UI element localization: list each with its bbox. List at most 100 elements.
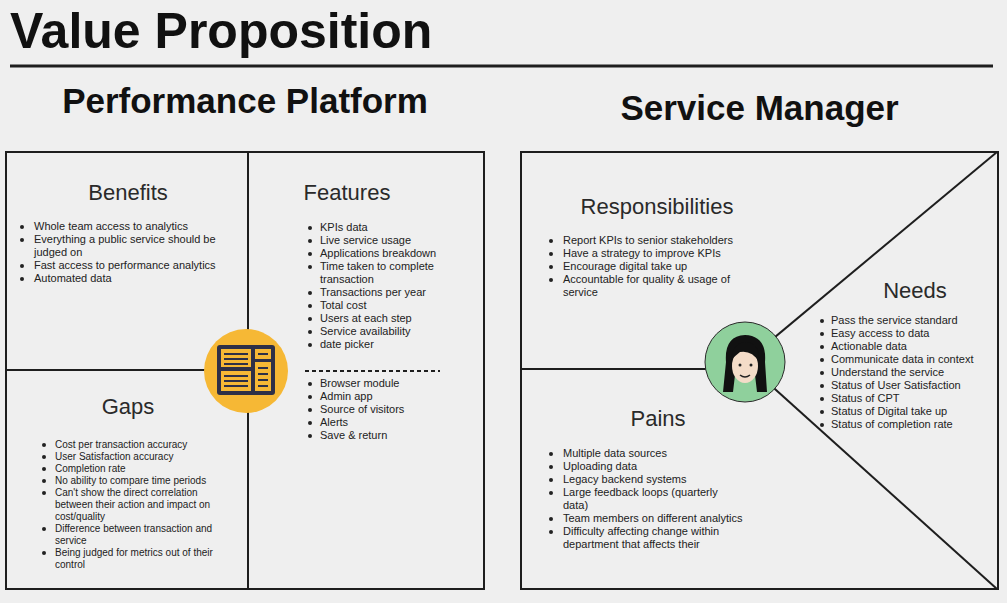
bullet-text: Team members on different analytics xyxy=(563,512,745,525)
bullet-dot xyxy=(42,491,46,495)
bullet-item: Status of completion rate xyxy=(831,418,993,431)
bullet-item: Status of CPT xyxy=(831,392,993,405)
bullet-text: Understand the service xyxy=(831,366,993,379)
bullet-text: Uploading data xyxy=(563,460,745,473)
bullet-dot xyxy=(549,491,553,495)
bullet-dot xyxy=(42,467,46,471)
bullet-list: Report KPIs to senior stakeholdersHave a… xyxy=(563,234,758,299)
bullet-text: Being judged for metrics out of their co… xyxy=(55,547,215,571)
bullet-text: Browser module xyxy=(320,377,475,390)
bullet-item: Have a strategy to improve KPIs xyxy=(563,247,758,260)
quadrant-heading: Features xyxy=(304,180,391,206)
canvas-quadrant: NeedsPass the service standardEasy acces… xyxy=(800,270,996,450)
bullet-dot xyxy=(549,252,553,256)
bullet-text: Everything a public service should be ju… xyxy=(34,233,239,259)
bullet-item: Legacy backend systems xyxy=(563,473,745,486)
bullet-list: Cost per transaction accuracyUser Satisf… xyxy=(55,439,215,571)
bullet-text: date picker xyxy=(320,338,475,351)
bullet-dot xyxy=(549,239,553,243)
bullet-dot xyxy=(308,265,312,269)
bullet-dot xyxy=(308,408,312,412)
bullet-item: Being judged for metrics out of their co… xyxy=(55,547,215,571)
bullet-dot xyxy=(308,226,312,230)
canvas-quadrant: ResponsibilitiesReport KPIs to senior st… xyxy=(527,158,757,363)
bullet-dot xyxy=(20,238,24,242)
quadrant-heading: Pains xyxy=(630,406,685,432)
bullet-item: Time taken to complete transaction xyxy=(320,260,475,286)
bullet-item: Understand the service xyxy=(831,366,993,379)
bullet-dot xyxy=(308,291,312,295)
bullet-text: Status of User Satisfaction xyxy=(831,379,993,392)
bullet-text: Encourage digital take up xyxy=(563,260,758,273)
bullet-dot xyxy=(308,252,312,256)
bullet-item: Uploading data xyxy=(563,460,745,473)
bullet-dot xyxy=(42,527,46,531)
bullet-item: Status of User Satisfaction xyxy=(831,379,993,392)
bullet-item: Transactions per year xyxy=(320,286,475,299)
bullet-item: Everything a public service should be ju… xyxy=(34,233,239,259)
bullet-item: Applications breakdown xyxy=(320,247,475,260)
bullet-item: Users at each step xyxy=(320,312,475,325)
canvas-block: Service ManagerResponsibilitiesReport KP… xyxy=(520,151,999,590)
bullet-item: Alerts xyxy=(320,416,475,429)
bullet-text: Can't show the direct correlation betwee… xyxy=(55,487,215,523)
bullet-text: Fast access to performance analytics xyxy=(34,259,239,272)
bullet-dot xyxy=(549,278,553,282)
bullet-item: Completion rate xyxy=(55,463,215,475)
bullet-text: Easy access to data xyxy=(831,327,993,340)
persona-avatar xyxy=(705,322,785,402)
bullet-dot xyxy=(820,397,824,401)
bullet-text: Total cost xyxy=(320,299,475,312)
bullet-text: KPIs data xyxy=(320,221,475,234)
bullet-item: Browser module xyxy=(320,377,475,390)
bullet-dot xyxy=(20,225,24,229)
bullet-dot xyxy=(820,384,824,388)
canvas-quadrant: PainsMultiple data sourcesUploading data… xyxy=(527,374,757,586)
bullet-dot xyxy=(42,443,46,447)
bullet-text: Automated data xyxy=(34,272,239,285)
bullet-item: Fast access to performance analytics xyxy=(34,259,239,272)
bullet-dot xyxy=(20,277,24,281)
bullet-text: Service availability xyxy=(320,325,475,338)
bullet-item: Difference between transaction and servi… xyxy=(55,523,215,547)
bullet-text: Whole team access to analytics xyxy=(34,220,239,233)
page-title: Value Proposition xyxy=(10,1,432,61)
bullet-item: Admin app xyxy=(320,390,475,403)
bullet-dot xyxy=(308,421,312,425)
canvas-quadrant: BenefitsWhole team access to analyticsEv… xyxy=(10,156,244,366)
bullet-text: User Satisfaction accuracy xyxy=(55,451,215,463)
bullet-dot xyxy=(549,478,553,482)
bullet-dot xyxy=(308,317,312,321)
bullet-dot xyxy=(42,455,46,459)
canvas-quadrant: GapsCost per transaction accuracyUser Sa… xyxy=(10,374,244,586)
bullet-text: Difficulty affecting change within depar… xyxy=(563,525,745,551)
bullet-item: Cost per transaction accuracy xyxy=(55,439,215,451)
bullet-text: Large feedback loops (quarterly data) xyxy=(563,486,745,512)
bullet-dot xyxy=(820,423,824,427)
bullet-dot xyxy=(20,264,24,268)
bullet-list: KPIs dataLive service usageApplications … xyxy=(320,221,475,351)
bullet-text: Admin app xyxy=(320,390,475,403)
bullet-text: Pass the service standard xyxy=(831,314,993,327)
bullet-text: No ability to compare time periods xyxy=(55,475,215,487)
bullet-text: Status of CPT xyxy=(831,392,993,405)
bullet-text: Communicate data in context xyxy=(831,353,993,366)
bullet-item: Encourage digital take up xyxy=(563,260,758,273)
bullet-dot xyxy=(308,382,312,386)
bullet-dot xyxy=(549,517,553,521)
bullet-list: Multiple data sourcesUploading dataLegac… xyxy=(563,447,745,551)
bullet-text: Report KPIs to senior stakeholders xyxy=(563,234,758,247)
bullet-item: Multiple data sources xyxy=(563,447,745,460)
bullet-text: Accountable for quality & usage of servi… xyxy=(563,273,758,299)
bullet-dot xyxy=(308,239,312,243)
bullet-item: No ability to compare time periods xyxy=(55,475,215,487)
bullet-text: Actionable data xyxy=(831,340,993,353)
bullet-dot xyxy=(42,479,46,483)
bullet-item: Live service usage xyxy=(320,234,475,247)
bullet-dot xyxy=(549,530,553,534)
bullet-item: Can't show the direct correlation betwee… xyxy=(55,487,215,523)
quadrant-heading: Benefits xyxy=(88,180,168,206)
bullet-item: Total cost xyxy=(320,299,475,312)
bullet-dot xyxy=(820,345,824,349)
